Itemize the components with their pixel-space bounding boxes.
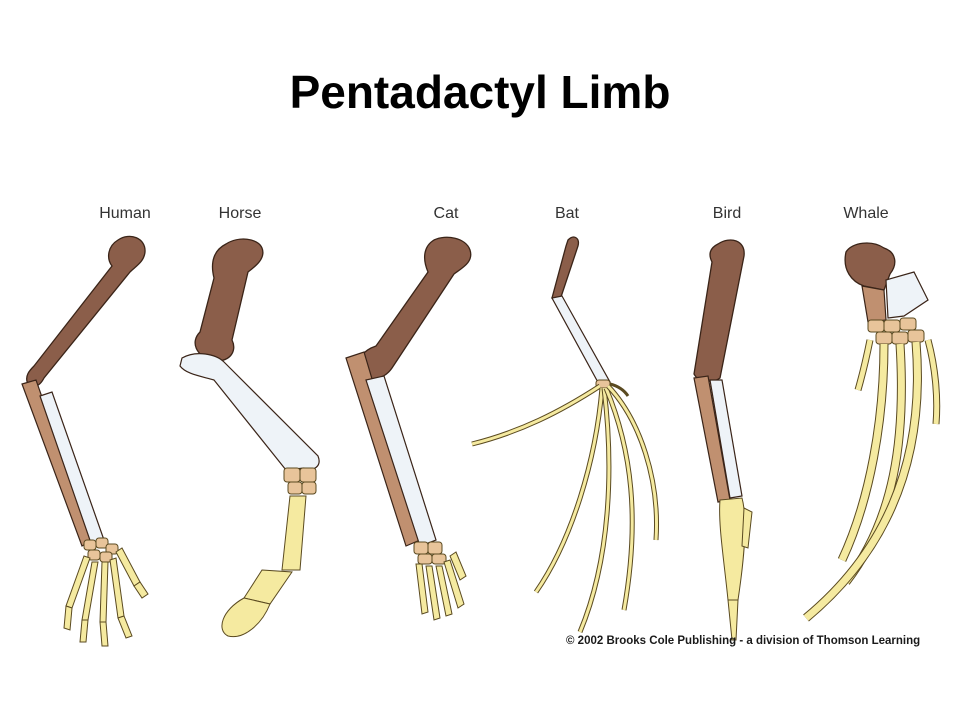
whale-radius xyxy=(861,285,887,323)
whale-digits xyxy=(803,339,941,622)
cat-humerus xyxy=(357,236,472,380)
cat-ulna xyxy=(365,375,437,547)
bird-hand xyxy=(719,497,753,641)
copyright-credit: © 2002 Brooks Cole Publishing - a divisi… xyxy=(566,635,920,647)
horse-limb xyxy=(179,238,320,638)
human-carpals xyxy=(83,537,119,563)
horse-humerus xyxy=(194,238,264,362)
label-bat: Bat xyxy=(555,205,580,222)
whale-carpals xyxy=(867,317,925,345)
whale-ulna xyxy=(885,271,929,319)
bat-humerus xyxy=(551,236,580,301)
cat-carpals xyxy=(413,541,447,565)
human-limb xyxy=(21,235,149,647)
bat-radius xyxy=(551,295,611,387)
cat-digits xyxy=(415,551,467,621)
human-ulna xyxy=(39,391,105,547)
bat-digits xyxy=(471,382,659,633)
bat-limb xyxy=(471,236,659,633)
label-human: Human xyxy=(99,205,151,222)
label-cat: Cat xyxy=(434,205,459,222)
horse-digit xyxy=(221,495,307,638)
bird-humerus xyxy=(693,239,745,383)
horse-carpals xyxy=(283,467,317,495)
horse-radius-ulna xyxy=(179,353,320,471)
bird-limb xyxy=(693,239,753,641)
bird-ulna xyxy=(709,379,743,499)
human-humerus xyxy=(26,235,146,388)
slide-title: Pentadactyl Limb xyxy=(289,66,671,118)
whale-humerus xyxy=(844,242,896,291)
human-digits xyxy=(63,547,149,647)
label-whale: Whale xyxy=(843,205,888,222)
label-horse: Horse xyxy=(219,205,262,222)
label-bird: Bird xyxy=(713,205,741,222)
whale-limb xyxy=(803,242,941,622)
cat-limb xyxy=(345,236,472,621)
